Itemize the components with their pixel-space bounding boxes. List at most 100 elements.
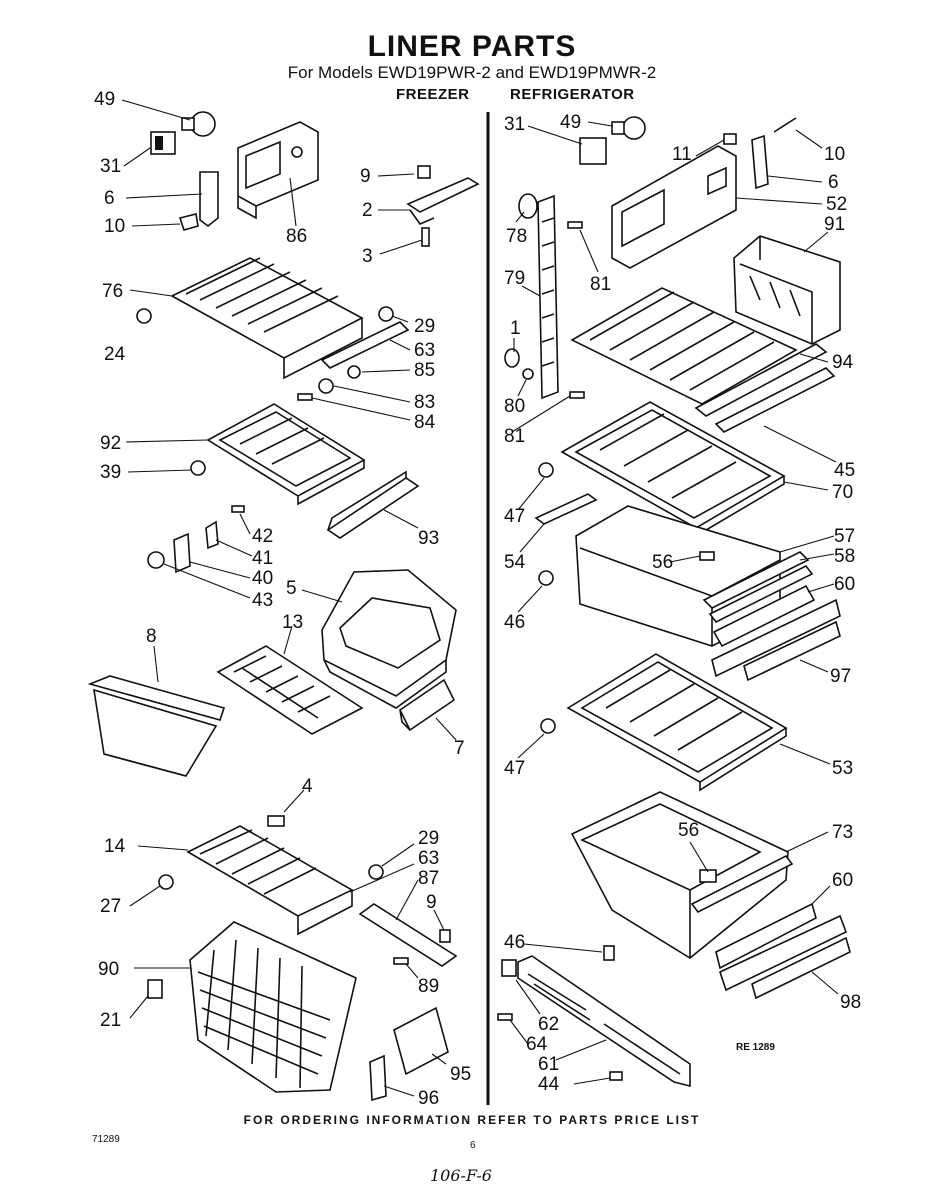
part-number: 80	[504, 396, 525, 417]
page-number: 6	[470, 1140, 476, 1151]
revision-code: RE 1289	[736, 1042, 775, 1053]
part-number: 1	[510, 318, 521, 339]
part-number: 44	[538, 1074, 560, 1095]
ordering-note: FOR ORDERING INFORMATION REFER TO PARTS …	[243, 1113, 701, 1127]
part-number: 46	[504, 612, 525, 633]
refrigerator-light-bracket	[723, 117, 797, 190]
part-number: 31	[100, 156, 121, 177]
part-number: 81	[504, 426, 525, 447]
part-number: 10	[824, 144, 845, 165]
part-number: 46	[504, 932, 525, 953]
part-number: 85	[414, 360, 435, 381]
document-code: 71289	[92, 1134, 120, 1145]
part-number: 62	[538, 1014, 559, 1035]
part-number: 60	[834, 574, 855, 595]
part-number: 9	[360, 166, 371, 187]
part-number: 56	[652, 552, 673, 573]
part-number: 13	[282, 612, 303, 633]
part-number: 4	[302, 776, 313, 797]
part-number: 53	[832, 758, 853, 779]
refrigerator-control-housing	[611, 145, 737, 269]
part-number: 84	[414, 412, 436, 433]
part-number: 97	[830, 666, 851, 687]
freezer-door-bin	[87, 675, 226, 777]
refrigerator-glass-shelf-upper	[534, 401, 786, 538]
refrigerator-meat-drawer	[570, 791, 851, 1000]
part-number: 29	[414, 316, 435, 337]
part-number: 41	[252, 548, 273, 569]
freezer-cover-plate	[393, 1006, 449, 1076]
part-number: 43	[252, 590, 273, 611]
freezer-wire-shelf-upper	[136, 257, 394, 380]
freezer-shelf-rail	[297, 321, 410, 401]
freezer-clip	[369, 1054, 387, 1102]
handwritten-note: 106-F-6	[430, 1166, 492, 1185]
freezer-wire-shelf-lower	[158, 825, 384, 936]
part-number: 91	[824, 214, 845, 235]
part-number: 76	[102, 281, 123, 302]
part-number: 40	[252, 568, 273, 589]
refrigerator-vertical-rail	[504, 193, 585, 400]
part-number: 31	[504, 114, 525, 135]
part-number: 90	[98, 959, 119, 980]
part-number: 93	[418, 528, 439, 549]
part-number: 45	[834, 460, 855, 481]
part-number: 95	[450, 1064, 471, 1085]
part-number: 98	[840, 992, 861, 1013]
freezer-ice-bucket	[321, 569, 457, 709]
part-number: 60	[832, 870, 853, 891]
part-number: 73	[832, 822, 853, 843]
part-number: 6	[828, 172, 839, 193]
freezer-control-housing	[237, 121, 319, 220]
part-number: 42	[252, 526, 273, 547]
refrigerator-grille	[497, 945, 691, 1088]
part-number: 27	[100, 896, 121, 917]
part-number: 3	[362, 246, 373, 267]
part-number: 78	[506, 226, 527, 247]
page-title: LINER PARTS	[367, 30, 577, 63]
freezer-shelf-front-rail	[326, 470, 420, 539]
part-number: 49	[94, 89, 115, 110]
part-number: 47	[504, 506, 525, 527]
part-number: 61	[538, 1054, 559, 1075]
part-number: 10	[104, 216, 125, 237]
part-number: 47	[504, 758, 525, 779]
freezer-shelf-solid	[190, 403, 366, 506]
part-number: 5	[286, 578, 297, 599]
freezer-pin	[267, 815, 285, 827]
part-number: 49	[560, 112, 581, 133]
part-number: 58	[834, 546, 855, 567]
freezer-bin-bracket	[398, 678, 456, 732]
refrigerator-crisper-drawer	[538, 505, 841, 682]
refrigerator-crisper-box	[733, 235, 841, 345]
part-number: 70	[832, 482, 853, 503]
refrigerator-part-numbers: 31 49 11 10 6 52 91 78 79 81 1 80 81 94 …	[504, 112, 861, 1095]
leader-lines	[121, 99, 839, 1097]
part-number: 52	[826, 194, 847, 215]
part-number: 83	[414, 392, 435, 413]
part-number: 57	[834, 526, 855, 547]
part-number: 9	[426, 892, 437, 913]
part-number: 86	[286, 226, 307, 247]
freezer-screw	[393, 957, 409, 965]
part-number: 2	[362, 200, 373, 221]
freezer-basket-rail	[358, 903, 458, 967]
part-number: 11	[672, 144, 692, 165]
part-number: 79	[504, 268, 525, 289]
freezer-small-hardware	[147, 505, 245, 574]
part-number: 63	[414, 340, 435, 361]
part-number: 94	[832, 352, 854, 373]
part-number: 63	[418, 848, 439, 869]
part-number: 89	[418, 976, 439, 997]
freezer-wire-basket	[189, 921, 357, 1093]
part-number: 96	[418, 1088, 439, 1109]
part-number: 81	[590, 274, 611, 295]
part-number: 29	[418, 828, 439, 849]
freezer-ice-tray	[216, 645, 364, 735]
part-number: 21	[100, 1010, 121, 1031]
part-number: 24	[104, 344, 126, 365]
freezer-shelf-bracket	[406, 165, 480, 247]
part-drawings	[87, 111, 851, 1102]
